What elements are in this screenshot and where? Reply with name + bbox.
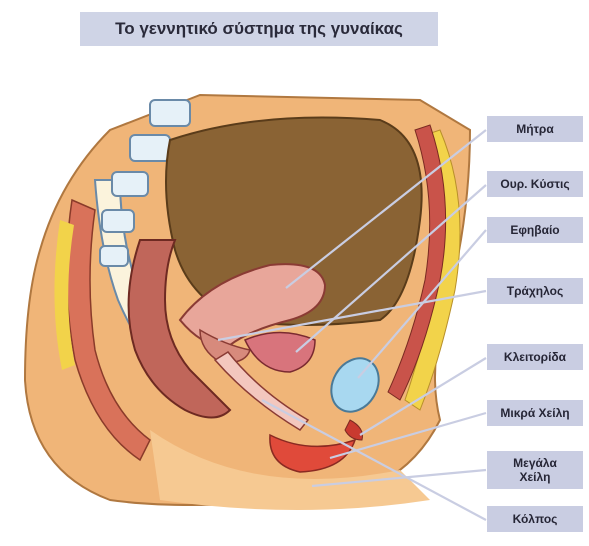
label-trachilos-text: Τράχηλος	[507, 284, 563, 298]
label-efivaio: Εφηβαίο	[487, 217, 583, 243]
label-kystis: Ουρ. Κύστις	[487, 171, 583, 197]
label-megala-line1: Μεγάλα	[513, 456, 557, 470]
label-trachilos: Τράχηλος	[487, 278, 583, 304]
label-megala: Μεγάλα Χείλη	[487, 451, 583, 489]
label-kystis-text: Ουρ. Κύστις	[500, 177, 569, 191]
label-kolpos-text: Κόλπος	[513, 512, 558, 526]
label-kleitorida: Κλειτορίδα	[487, 344, 583, 370]
label-mitra: Μήτρα	[487, 116, 583, 142]
label-megala-line2: Χείλη	[519, 470, 550, 484]
label-kleitorida-text: Κλειτορίδα	[504, 350, 566, 364]
label-mikra: Μικρά Χείλη	[487, 400, 583, 426]
label-kolpos: Κόλπος	[487, 506, 583, 532]
label-mitra-text: Μήτρα	[516, 122, 553, 136]
label-mikra-text: Μικρά Χείλη	[500, 406, 569, 420]
label-efivaio-text: Εφηβαίο	[510, 223, 559, 237]
